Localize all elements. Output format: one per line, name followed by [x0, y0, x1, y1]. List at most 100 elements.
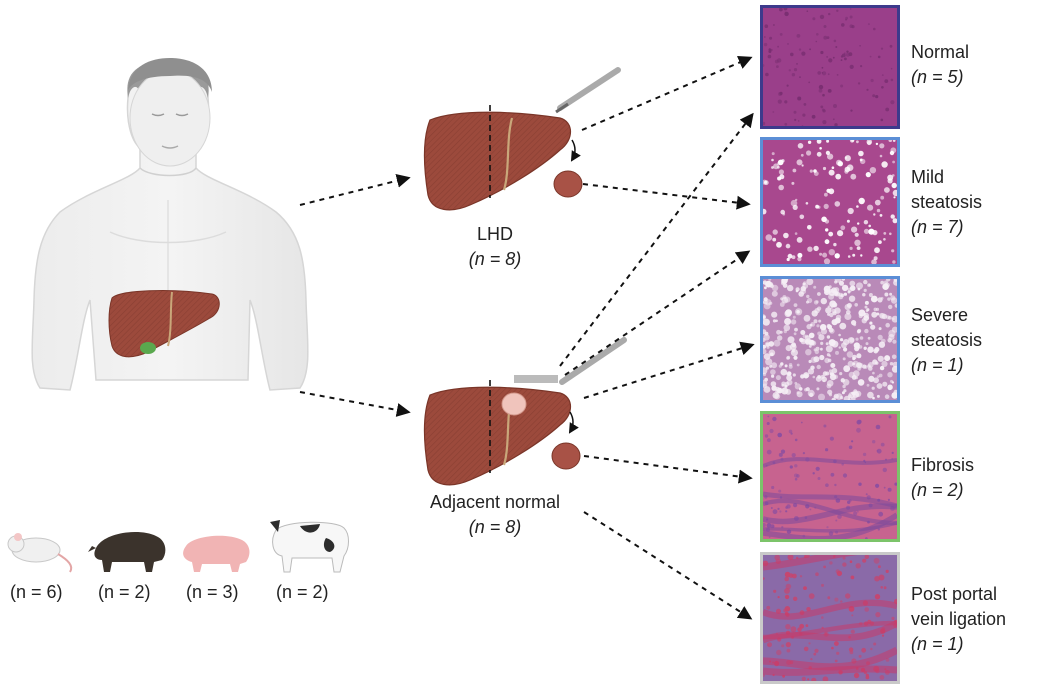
tissue-speckle [818, 319, 822, 323]
tissue-speckle [851, 226, 858, 233]
tissue-speckle [774, 59, 779, 64]
tissue-strand [763, 555, 858, 571]
tissue-speckle [832, 311, 837, 316]
tissue-speckle [771, 166, 774, 169]
tissue-strand [763, 620, 897, 640]
tissue-speckle [772, 525, 775, 528]
tissue-speckle [791, 453, 796, 458]
tissue-speckle [869, 321, 873, 325]
tissue-speckle [886, 279, 891, 282]
tissue-speckle [858, 345, 863, 349]
tissue-speckle [856, 140, 859, 144]
tissue-speckle [770, 381, 777, 387]
tissue-speckle [781, 644, 785, 648]
tissue-speckle [863, 315, 870, 321]
tissue-speckle [818, 334, 825, 341]
tissue-speckle [800, 288, 807, 295]
tissue-speckle [763, 353, 771, 360]
tissue-speckle [785, 642, 791, 648]
tissue-speckle [875, 612, 881, 618]
tissue-speckle [805, 387, 810, 392]
tissue-speckle [821, 216, 827, 223]
tissue-speckle [893, 279, 897, 282]
tissue-speckle [865, 172, 871, 178]
tissue-speckle [783, 8, 788, 11]
tissue-speckle [854, 303, 858, 307]
tissue-speckle [866, 140, 873, 145]
tissue-speckle [777, 596, 780, 599]
tissue-speckle [803, 646, 809, 652]
tissue-speckle [808, 332, 815, 339]
tissue-speckle [790, 626, 797, 633]
tissue-speckle [768, 50, 772, 53]
tissue-speckle [779, 91, 783, 95]
tissue-speckle [864, 300, 869, 305]
tissue-speckle [800, 330, 806, 335]
tissue-speckle [851, 440, 854, 443]
tissue-speckle [881, 74, 884, 76]
tissue-speckle [772, 24, 775, 26]
tissue-speckle [815, 204, 819, 209]
tissue-speckle [783, 324, 791, 332]
tissue-speckle [776, 241, 782, 248]
tissue-speckle [808, 642, 811, 645]
tissue-speckle [828, 169, 835, 176]
tissue-speckle [833, 104, 837, 108]
tissue-speckle [785, 243, 791, 249]
tissue-speckle [822, 676, 829, 681]
category-count: (n = 2) [911, 480, 964, 500]
tissue-speckle [780, 368, 788, 376]
tissue-speckle [887, 338, 892, 343]
category-name: Normal [911, 42, 970, 62]
tissue-speckle [839, 322, 847, 330]
tissue-speckle [794, 232, 798, 235]
tissue-speckle [834, 641, 839, 646]
tissue-speckle [785, 345, 792, 352]
tissue-speckle [819, 252, 823, 256]
liver-lhd-icon [423, 105, 583, 211]
tissue-speckle [806, 150, 812, 156]
tissue-speckle [847, 255, 851, 258]
tissue-speckle [779, 330, 783, 334]
tissue-speckle [857, 329, 861, 334]
tissue-speckle [890, 214, 895, 219]
tissue-speckle [867, 364, 871, 368]
tissue-speckle [793, 303, 798, 307]
tissue-speckle [772, 509, 778, 515]
tissue-speckle [805, 202, 809, 205]
tissue-speckle [849, 64, 854, 69]
tissue-speckle [835, 46, 838, 48]
tissue-speckle [880, 47, 884, 50]
tissue-speckle [866, 383, 870, 387]
tissue-speckle [765, 358, 773, 366]
tissue-speckle [857, 222, 860, 225]
tissue-speckle [873, 377, 879, 384]
category-name: Post portal [911, 584, 998, 604]
tissue-speckle [823, 35, 828, 40]
tissue-speckle [880, 195, 885, 200]
tissue-speckle [884, 79, 889, 83]
tissue-speckle [829, 312, 834, 318]
tissue-speckle [793, 332, 797, 336]
tissue-speckle [888, 304, 893, 310]
tissue-speckle [892, 317, 895, 321]
tissue-speckle [841, 23, 845, 27]
tissue-speckle [806, 10, 809, 12]
tissue-speckle [869, 55, 872, 58]
tissue-speckle [825, 150, 830, 155]
tissue-speckle [834, 597, 839, 602]
tissue-speckle [878, 373, 883, 378]
tissue-speckle [793, 68, 798, 72]
tissue-speckle [768, 48, 772, 51]
tissue-speckle [857, 510, 859, 513]
tissue-speckle [892, 160, 895, 164]
tissue-speckle [768, 341, 775, 347]
tissue-speckle [787, 284, 794, 292]
tissue-speckle [806, 294, 810, 299]
tissue-speckle [765, 72, 769, 77]
tissue-speckle [867, 346, 874, 353]
tissue-speckle [801, 676, 806, 681]
tissue-speckle [786, 310, 792, 316]
tissue-speckle [820, 105, 824, 109]
tissue-speckle [822, 252, 828, 258]
